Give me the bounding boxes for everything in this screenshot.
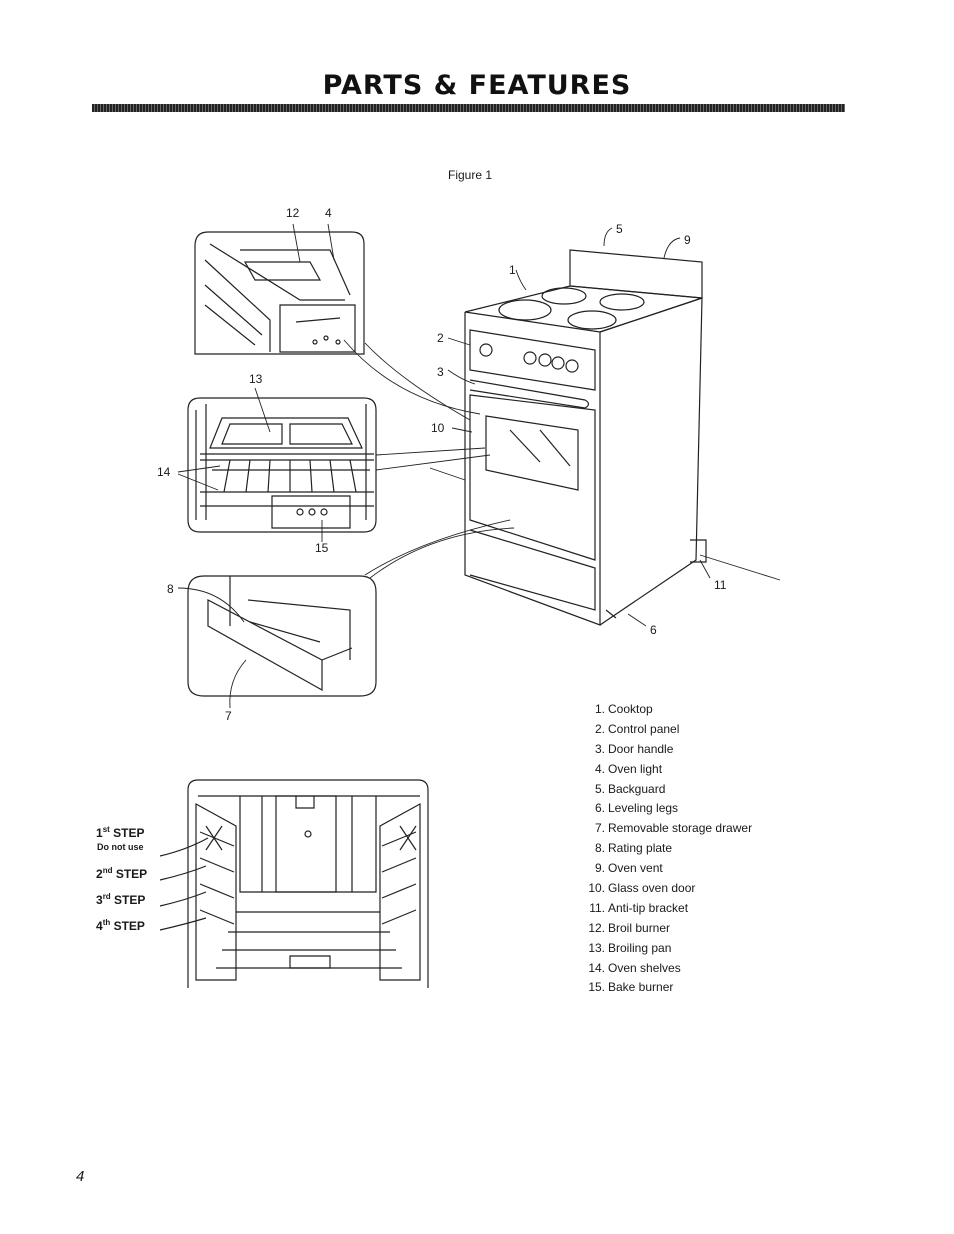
step-1-note: Do not use	[97, 842, 144, 852]
callout-15: 15	[315, 541, 329, 555]
leader-lines	[343, 339, 781, 581]
step-4-label: 4th STEP	[96, 918, 145, 933]
callout-12: 12	[286, 206, 300, 220]
list-item: 13.Broiling pan	[588, 940, 672, 955]
shelf-position-diagram	[159, 779, 429, 988]
callout-14: 14	[157, 465, 171, 479]
list-item: 11.Anti-tip bracket	[589, 900, 689, 915]
callout-2: 2	[437, 331, 444, 345]
figure-caption: Figure 1	[448, 168, 493, 182]
callout-7: 7	[225, 709, 232, 723]
callout-1: 1	[509, 263, 516, 277]
page-title: PARTS & FEATURES	[322, 70, 632, 101]
callout-13: 13	[249, 372, 263, 386]
callout-6: 6	[650, 623, 657, 637]
list-item: 9.Oven vent	[594, 861, 663, 876]
callout-5: 5	[616, 222, 623, 236]
storage-drawer-inset	[187, 575, 377, 697]
step-2-label: 2nd STEP	[96, 866, 148, 881]
step-3-label: 3rd STEP	[96, 892, 146, 907]
list-item: 3.Door handle	[594, 741, 674, 756]
list-item: 12.Broil burner	[588, 920, 671, 935]
callout-8: 8	[167, 582, 174, 596]
list-item: 7.Removable storage drawer	[594, 821, 753, 836]
page-number: 4	[76, 1168, 85, 1185]
callout-10: 10	[431, 421, 445, 435]
list-item: 8.Rating plate	[594, 841, 673, 856]
title-rule	[92, 104, 845, 112]
list-item: 10.Glass oven door	[588, 881, 696, 896]
list-item: 15.Bake burner	[588, 980, 674, 995]
list-item: 1.Cooktop	[594, 702, 653, 716]
callout-9: 9	[684, 233, 691, 247]
callout-11: 11	[714, 578, 727, 592]
list-item: 4.Oven light	[594, 761, 663, 776]
step-1-label: 1st STEP	[96, 825, 145, 840]
parts-list: 1.Cooktop 2.Control panel 3.Door handle …	[583, 700, 843, 998]
list-item: 14.Oven shelves	[588, 960, 681, 975]
broil-burner-inset	[194, 231, 365, 355]
list-item: 6.Leveling legs	[594, 801, 679, 816]
list-item: 2.Control panel	[594, 721, 680, 736]
callout-3: 3	[437, 365, 444, 379]
broiling-pan-inset	[187, 397, 377, 533]
range-main-view	[464, 249, 707, 626]
callout-pointers	[177, 223, 711, 709]
list-item: 5.Backguard	[594, 781, 666, 796]
callout-4: 4	[325, 206, 332, 220]
